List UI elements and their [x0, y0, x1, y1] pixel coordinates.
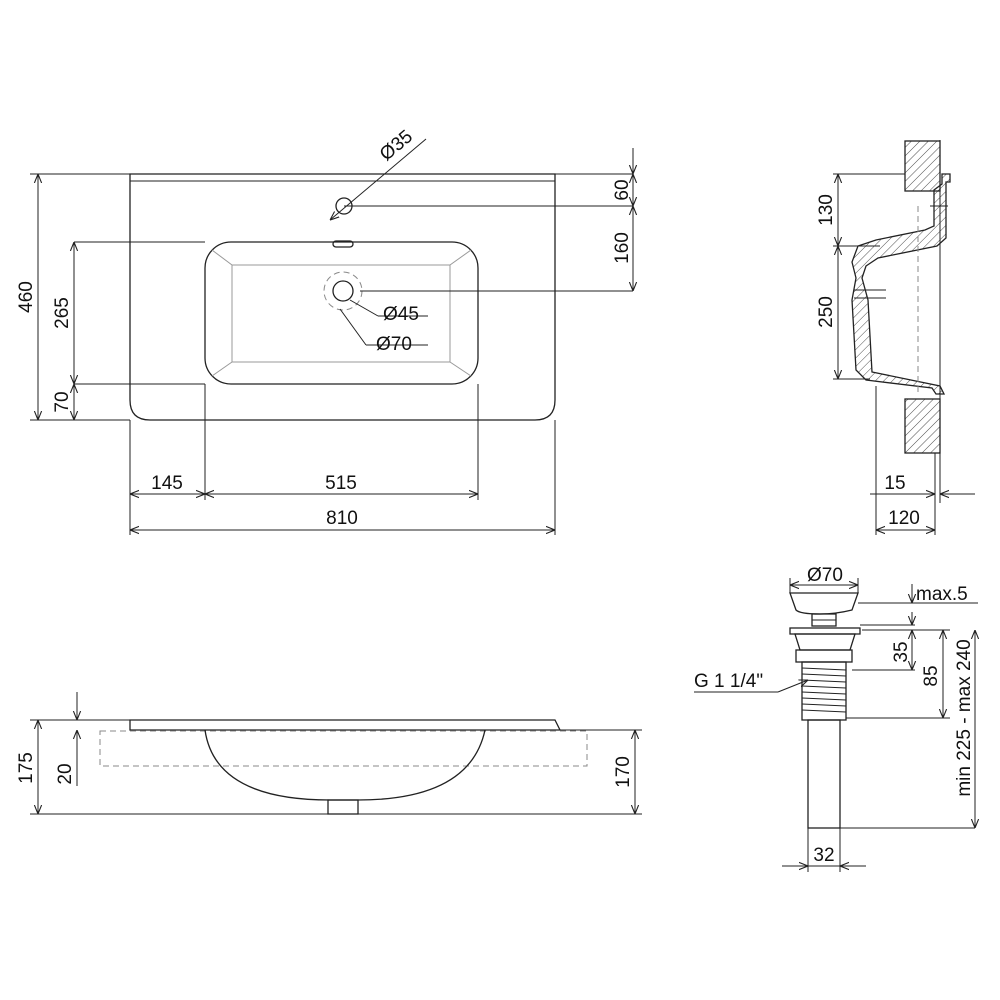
label-drain-ring: Ø70	[376, 334, 412, 355]
dim-flange-height: 35	[891, 641, 912, 662]
dim-max-gap: max.5	[916, 584, 968, 605]
basin-outline	[129, 173, 556, 421]
front-view: 175 20 170	[16, 692, 642, 815]
drain-hole	[332, 280, 354, 302]
label-thread: G 1 1/4"	[694, 671, 763, 692]
dim-body-height: 85	[921, 665, 942, 686]
cabinet-outline	[99, 730, 588, 767]
dim-cap-diameter: Ø70	[807, 565, 843, 586]
drain-tailpipe	[807, 719, 841, 829]
basin-section	[851, 173, 951, 395]
dim-top-height: 130	[816, 194, 837, 226]
front-drain	[327, 799, 359, 815]
dim-total-depth: 120	[888, 508, 920, 529]
drain-cap	[789, 592, 859, 615]
drain-flange	[789, 627, 861, 635]
overflow-slot	[332, 240, 354, 248]
thread-lines	[801, 667, 847, 713]
dim-side-bowl-height: 250	[816, 296, 837, 328]
dim-wall-gap: 15	[884, 473, 905, 494]
lower-support	[904, 398, 941, 454]
dim-drain-offset: 160	[612, 232, 633, 264]
label-tap-hole: Ø35	[376, 126, 417, 165]
dim-pipe-diameter: 32	[813, 845, 834, 866]
dim-left-offset: 145	[151, 473, 183, 494]
drain-detail: Ø70 max.5 35 85 min 225 - max 240 32 G 1…	[694, 565, 978, 872]
drain-ring	[323, 271, 363, 311]
side-section: 130 250 15 120	[816, 140, 975, 535]
top-view: 60 160 460 265 70 145 515 810 Ø35 Ø45 Ø7…	[16, 126, 633, 535]
dim-rim-thickness: 20	[55, 763, 76, 784]
dim-front-height: 175	[16, 752, 37, 784]
dim-length-range: min 225 - max 240	[954, 639, 975, 796]
front-bowl	[204, 729, 486, 801]
dim-bowl-width: 515	[325, 473, 357, 494]
dim-overall-width: 810	[326, 508, 358, 529]
front-rim	[129, 719, 562, 731]
dim-tap-offset: 60	[612, 179, 633, 200]
bowl-outline	[204, 241, 479, 385]
dim-bowl-depth: 265	[52, 297, 73, 329]
dim-front-offset: 70	[52, 391, 73, 412]
dim-overall-depth: 460	[16, 281, 37, 313]
label-drain-hole: Ø45	[383, 304, 419, 325]
upper-support	[904, 140, 941, 192]
drain-nut	[795, 649, 853, 663]
dim-front-bowl-height: 170	[613, 756, 634, 788]
